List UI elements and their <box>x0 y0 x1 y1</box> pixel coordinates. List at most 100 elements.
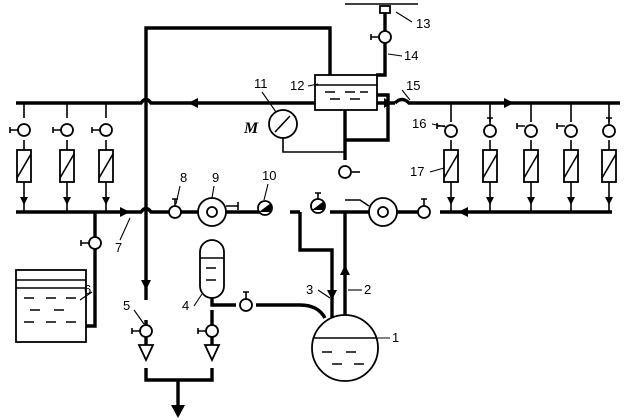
left-branch-1-arrow <box>20 197 28 205</box>
right-branches <box>436 103 617 212</box>
leader-15 <box>401 89 411 101</box>
leader-13 <box>395 11 413 23</box>
valve-8 <box>168 205 182 219</box>
vessel-4-waves <box>206 267 216 281</box>
drain-collector <box>144 368 214 405</box>
leader-4 <box>193 293 203 307</box>
valve-right <box>417 205 431 219</box>
label-2: 2 <box>364 282 371 297</box>
reservoir-6-waves <box>24 297 76 323</box>
valve-drain-right-stem <box>197 328 206 334</box>
label-9: 9 <box>212 170 219 185</box>
right-branch-arrow-2 <box>486 197 494 205</box>
vessel-4-line-b <box>256 303 327 319</box>
vessel-4 <box>199 239 253 312</box>
right-branch-arrow-1 <box>447 197 455 205</box>
leader-14 <box>387 53 403 57</box>
right-heater-3-diag <box>523 153 539 179</box>
right-branch-arrow-3 <box>527 197 535 205</box>
arrow-header-left <box>188 98 198 108</box>
leader-12 <box>307 83 319 87</box>
arrow-lower-right <box>458 207 468 217</box>
label-3: 3 <box>306 282 313 297</box>
leader-16 <box>431 123 447 128</box>
right-valve-5-stem <box>606 117 612 125</box>
right-valve-5 <box>602 124 616 138</box>
lower-line-left <box>16 206 170 214</box>
label-17: 17 <box>410 164 424 179</box>
leader-7 <box>119 217 131 241</box>
arrow-lower-left <box>120 207 130 217</box>
arrow-branch-15 <box>384 98 392 108</box>
valve-reservoir-stem <box>80 240 89 246</box>
leader-lines <box>79 11 447 339</box>
vessel-1 <box>311 314 379 382</box>
valve-10-fill <box>259 203 271 212</box>
right-valve-2-stem <box>487 117 493 125</box>
leader-8 <box>175 185 181 205</box>
left-valve-2 <box>60 123 74 137</box>
flow-arrows <box>120 98 514 418</box>
label-4: 4 <box>182 298 189 313</box>
valve-drain-right <box>205 324 219 338</box>
left-valve-1 <box>17 123 31 137</box>
leader-9 <box>211 185 215 199</box>
label-6: 6 <box>84 282 91 297</box>
left-valve-1-stem <box>9 127 18 133</box>
vessel-4-line <box>210 298 236 307</box>
valve-center-stem <box>315 192 321 199</box>
reservoir-6 <box>15 236 102 343</box>
left-branch-3-arrow <box>102 197 110 205</box>
top-supply-fitting <box>379 5 391 14</box>
funnel-right <box>203 344 221 363</box>
vessel-4-body <box>199 239 225 299</box>
leader-10 <box>263 183 269 201</box>
leader-6 <box>79 291 93 301</box>
central-equipment <box>168 165 431 227</box>
arrow-outlet <box>171 405 185 418</box>
right-heater-1-diag <box>443 153 459 179</box>
drain-line <box>86 212 97 328</box>
leader-5 <box>133 309 145 325</box>
valve-5 <box>139 324 153 338</box>
arrow-down-3 <box>327 290 337 300</box>
arrow-supply-up <box>340 265 350 275</box>
valve-vessel-4-stem <box>243 291 249 299</box>
right-valve-4-stem <box>556 123 565 129</box>
right-branch-arrow-5 <box>605 197 613 205</box>
right-heater-2-diag <box>482 153 498 179</box>
valve-center-fill <box>312 201 324 210</box>
label-10: 10 <box>262 168 276 183</box>
label-15: 15 <box>406 78 420 93</box>
valve-14 <box>378 30 392 44</box>
valve-under-tank12 <box>338 165 352 179</box>
left-heater-1-diag <box>16 153 32 179</box>
label-1: 1 <box>392 330 399 345</box>
tank-12-waves <box>325 91 368 100</box>
arrow-riser-down <box>141 280 151 290</box>
pump-9-hub <box>206 206 218 218</box>
left-valve-2-stem <box>52 127 61 133</box>
callout-labels: 1 2 3 4 5 6 7 8 9 10 11 12 13 14 15 16 1… <box>84 16 430 345</box>
upper-header-right <box>393 97 620 105</box>
right-valve-2 <box>483 124 497 138</box>
top-supply <box>345 3 418 44</box>
right-valve-1 <box>444 124 458 138</box>
right-heater-5-diag <box>601 153 617 179</box>
label-16: 16 <box>412 116 426 131</box>
left-heater-2-diag <box>59 153 75 179</box>
label-5: 5 <box>123 298 130 313</box>
label-12: 12 <box>290 78 304 93</box>
left-branch-2-arrow <box>63 197 71 205</box>
motor-symbol: M <box>243 120 259 137</box>
vessel-1-waves <box>322 351 364 365</box>
label-8: 8 <box>180 170 187 185</box>
funnel-left <box>137 344 155 363</box>
right-valve-4 <box>564 124 578 138</box>
label-14: 14 <box>404 48 418 63</box>
left-valve-3 <box>99 123 113 137</box>
leader-11 <box>261 91 277 113</box>
motor-11: M <box>243 109 298 139</box>
riser-left <box>144 26 332 103</box>
